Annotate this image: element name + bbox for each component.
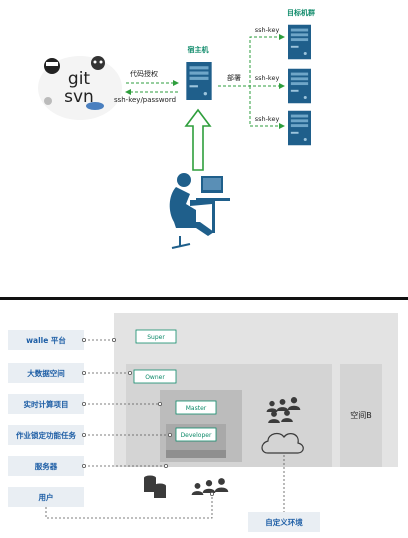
octocat-icon [91, 56, 105, 70]
role-developer: Developer [175, 427, 217, 442]
role-super: Super [135, 329, 177, 344]
upload-arrow [184, 108, 212, 171]
custom-env-box [248, 512, 320, 532]
ssh-key-label-3: ssh-key [255, 115, 280, 123]
role-owner: Owner [133, 369, 177, 384]
connector-dots [82, 337, 214, 496]
server-strip [166, 450, 226, 458]
host-label: 宿主机 [188, 45, 209, 54]
bottom-section: 空间B Super Owner Master Developer [8, 313, 398, 532]
target-server-icon-2 [288, 68, 311, 104]
ssh-key-label-1: ssh-key [255, 26, 280, 34]
target-server-icon-3 [288, 110, 311, 146]
sidebar-item-realtime-label: 实时计算项目 [24, 399, 69, 409]
sidebar-item-realtime: 实时计算项目 [8, 394, 84, 414]
host-server-icon [186, 62, 212, 100]
target-server-icon-1 [288, 24, 311, 60]
role-master: Master [175, 400, 217, 415]
sidebar-item-bigdata-label: 大数据空间 [27, 368, 65, 378]
source-control-cloud: git svn [38, 56, 122, 120]
sidebar-item-task-label: 作业锁定功能任务 [16, 430, 76, 440]
sidebar-item-walle: walle 平台 [8, 330, 84, 350]
custom-env-label: 自定义环境 [265, 517, 303, 527]
role-developer-label: Developer [181, 432, 212, 439]
space-b-label: 空间B [350, 410, 372, 420]
role-super-label: Super [147, 334, 165, 341]
sidebar-item-server-label: 服务器 [35, 461, 58, 471]
deploy-arrow-3 [249, 86, 285, 129]
cluster-label: 目标机群 [287, 8, 315, 17]
database-icon [144, 475, 166, 498]
svn-turtle-icon [86, 102, 104, 110]
developer-at-desk-icon [169, 173, 230, 249]
sidebar-item-bigdata: 大数据空间 [8, 363, 84, 383]
sidebar-item-walle-label: walle 平台 [26, 335, 66, 345]
ssh-password-label: ssh-key/password [114, 96, 176, 104]
sidebar-item-server: 服务器 [8, 456, 84, 476]
users-group-icon-bottom [191, 478, 229, 495]
sidebar-item-task: 作业锁定功能任务 [8, 425, 84, 445]
code-auth-label: 代码授权 [130, 69, 158, 78]
small-logo-icon [44, 97, 52, 105]
top-section: git svn 代码授权 ssh-key/password 宿主机 部署 ssh… [38, 8, 315, 249]
role-master-label: Master [186, 405, 207, 412]
deploy-label: 部署 [227, 73, 241, 82]
space-b-panel [340, 364, 382, 467]
git-label: git [68, 69, 91, 89]
sidebar-item-user: 用户 [8, 487, 84, 507]
svn-label: svn [64, 87, 94, 107]
section-divider [0, 297, 408, 300]
ssh-key-label-2: ssh-key [255, 74, 280, 82]
sidebar-item-user-label: 用户 [39, 492, 54, 502]
role-owner-label: Owner [145, 374, 165, 381]
connectors [45, 339, 285, 519]
cloud-icon [261, 432, 304, 454]
